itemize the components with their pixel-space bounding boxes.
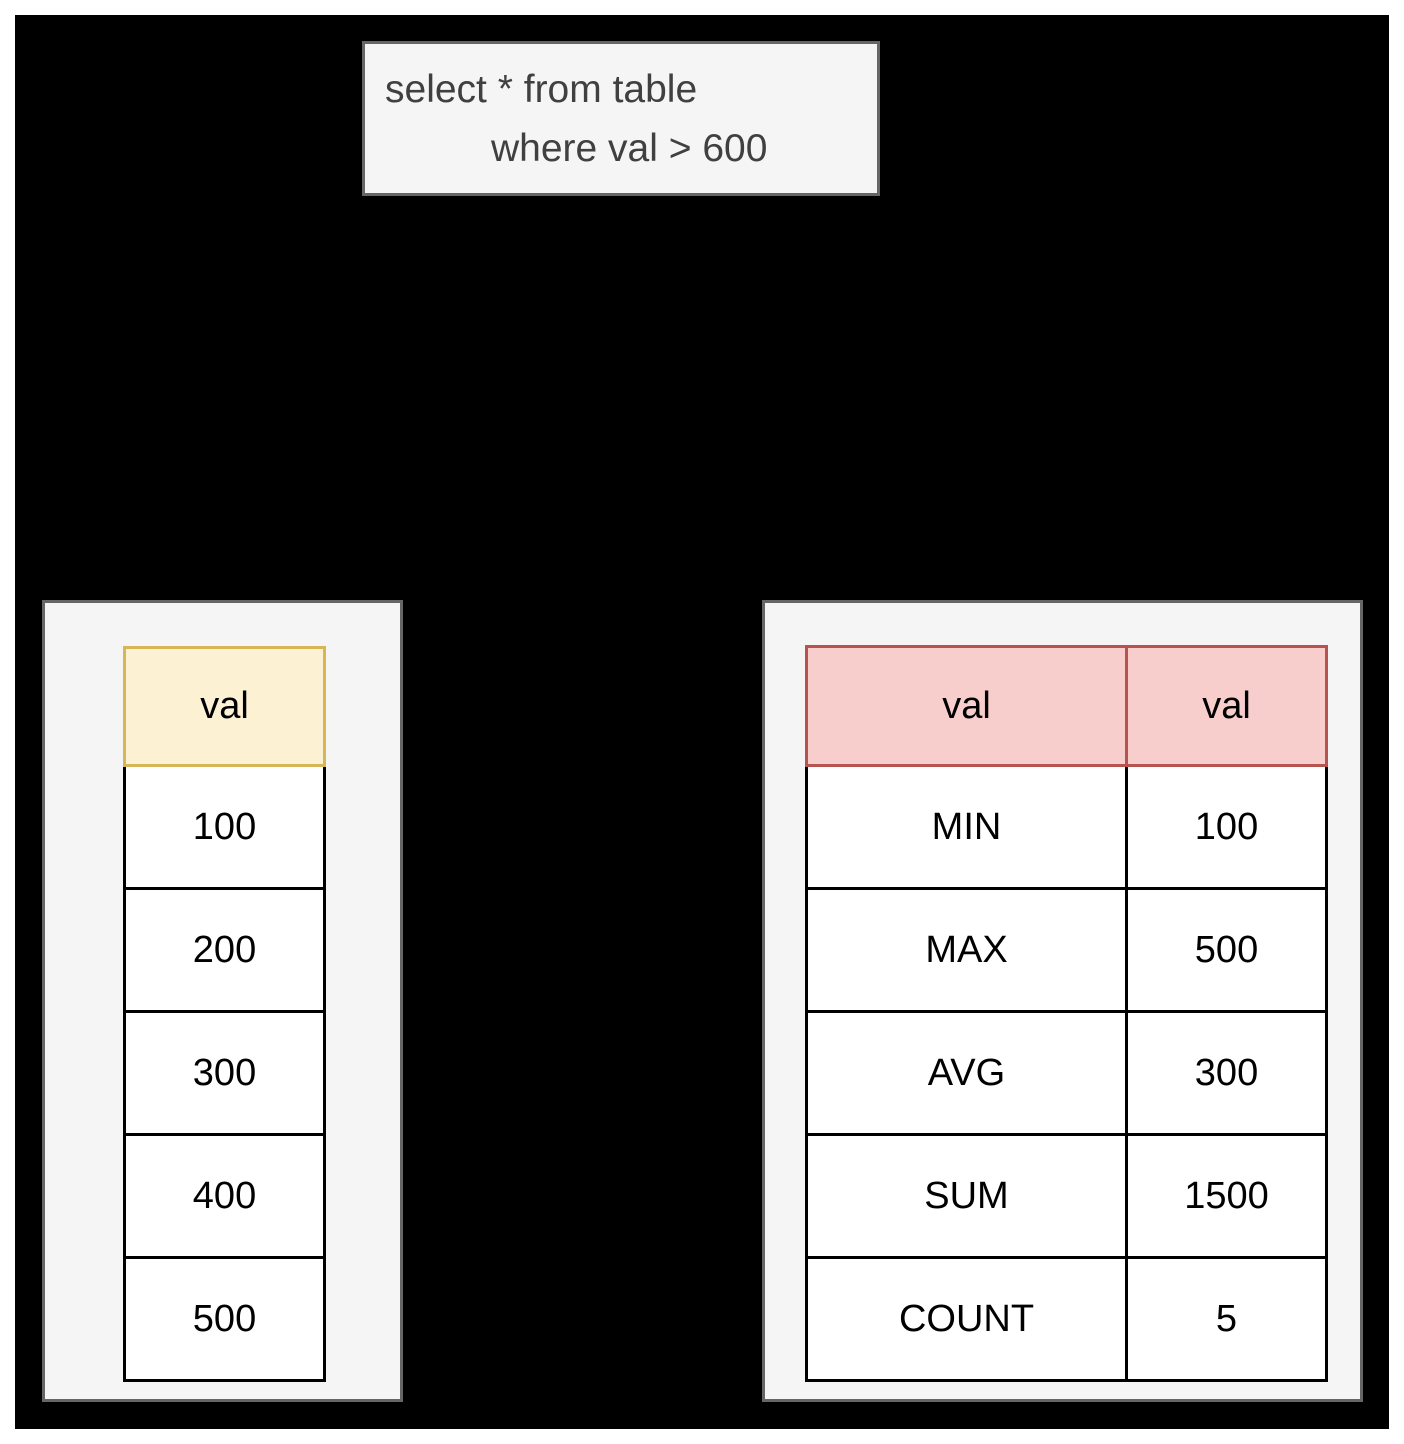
table-cell-value: 500: [123, 1256, 326, 1382]
table-row: AVG 300: [805, 1010, 1328, 1136]
table-row: MIN 100: [805, 764, 1328, 890]
table-row: MAX 500: [805, 887, 1328, 1013]
aggregate-result-table: val val MIN 100 MAX 500 AVG 300 SUM 15: [805, 645, 1328, 1382]
column-header-val-right: val: [1125, 645, 1328, 767]
table-row: 500: [123, 1256, 326, 1382]
table-row: COUNT 5: [805, 1256, 1328, 1382]
table-cell-aggregate-name: MIN: [805, 764, 1128, 890]
table-row: 300: [123, 1010, 326, 1136]
sql-query-line-1: select * from table: [385, 67, 698, 111]
column-header-val: val: [123, 646, 326, 767]
table-header-row: val: [123, 646, 326, 767]
sql-query-line-2: where val > 600: [491, 126, 768, 170]
source-table-panel: val 100 200 300 400 500: [42, 600, 403, 1402]
table-cell-value: 200: [123, 887, 326, 1013]
table-row: 200: [123, 887, 326, 1013]
diagram-canvas: select * from table where val > 600 val …: [15, 15, 1389, 1429]
sql-query-box[interactable]: select * from table where val > 600: [362, 41, 880, 196]
table-cell-aggregate-value: 500: [1125, 887, 1328, 1013]
table-row: SUM 1500: [805, 1133, 1328, 1259]
source-values-table: val 100 200 300 400 500: [123, 646, 326, 1382]
table-cell-aggregate-name: AVG: [805, 1010, 1128, 1136]
table-cell-aggregate-name: MAX: [805, 887, 1128, 1013]
result-table-panel: val val MIN 100 MAX 500 AVG 300 SUM 15: [762, 600, 1363, 1402]
table-cell-aggregate-value: 5: [1125, 1256, 1328, 1382]
table-cell-aggregate-name: SUM: [805, 1133, 1128, 1259]
table-cell-aggregate-name: COUNT: [805, 1256, 1128, 1382]
table-cell-value: 100: [123, 764, 326, 890]
table-cell-aggregate-value: 1500: [1125, 1133, 1328, 1259]
table-cell-value: 400: [123, 1133, 326, 1259]
table-cell-value: 300: [123, 1010, 326, 1136]
column-header-val-left: val: [805, 645, 1128, 767]
table-row: 400: [123, 1133, 326, 1259]
table-row: 100: [123, 764, 326, 890]
table-header-row: val val: [805, 645, 1328, 767]
table-cell-aggregate-value: 300: [1125, 1010, 1328, 1136]
table-cell-aggregate-value: 100: [1125, 764, 1328, 890]
